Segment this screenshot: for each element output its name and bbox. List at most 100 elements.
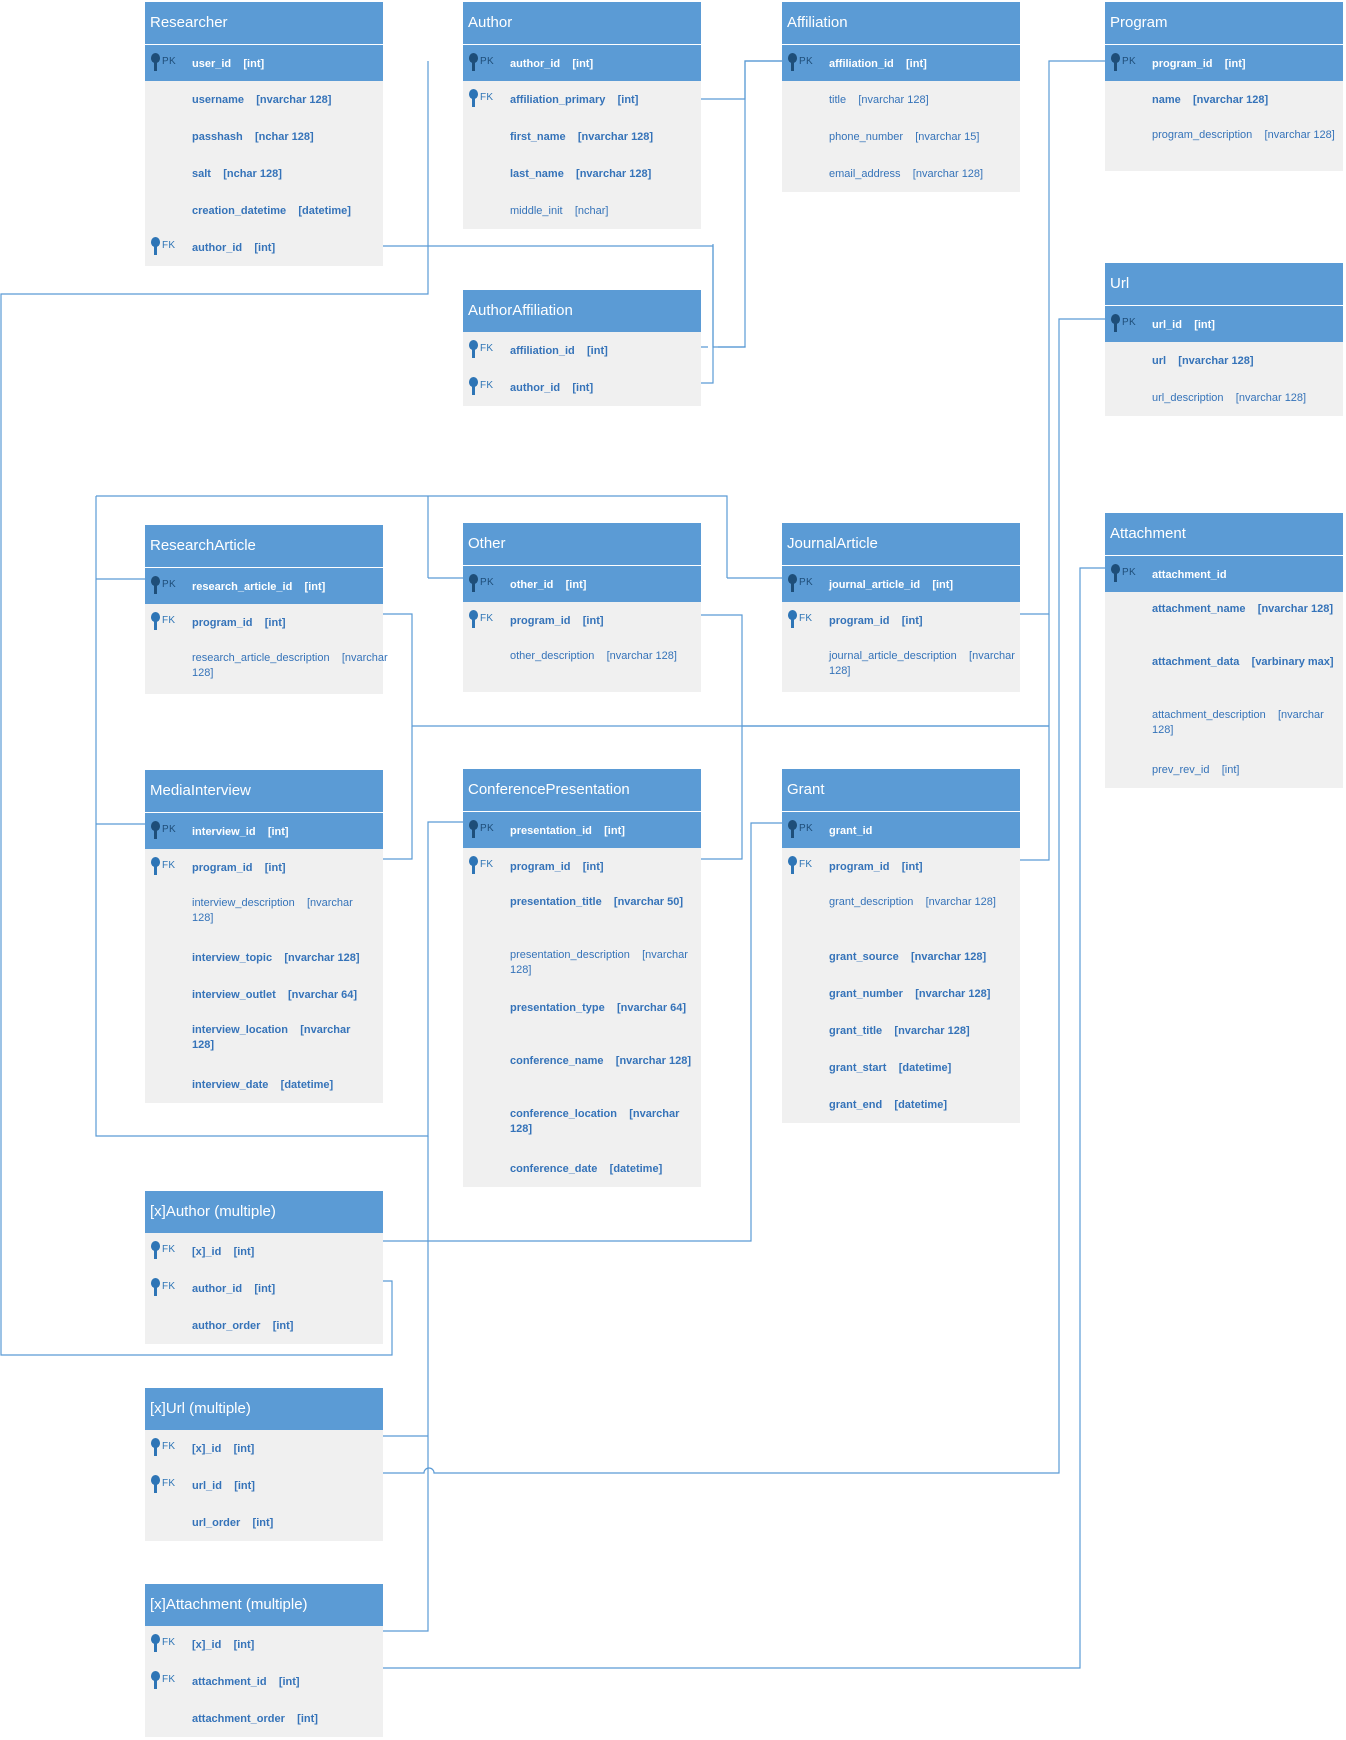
field-type: [int]: [1194, 319, 1215, 331]
field-row[interactable]: grant_description [nvarchar 128]: [782, 885, 1020, 938]
field-row[interactable]: grant_number [nvarchar 128]: [782, 975, 1020, 1012]
field-row[interactable]: interview_outlet [nvarchar 64]: [145, 976, 383, 1013]
field-row[interactable]: conference_location [nvarchar 128]: [463, 1097, 701, 1150]
field-row[interactable]: author_order [int]: [145, 1307, 383, 1344]
foreign-key-icon: FK: [148, 1278, 176, 1298]
foreign-key-row[interactable]: FK[x]_id [int]: [145, 1233, 383, 1270]
field-row[interactable]: other_description [nvarchar 128]: [463, 639, 701, 692]
field-type: [int]: [617, 94, 639, 106]
field-row[interactable]: grant_start [datetime]: [782, 1049, 1020, 1086]
field-row[interactable]: name [nvarchar 128]: [1105, 81, 1343, 118]
field-row[interactable]: presentation_description [nvarchar 128]: [463, 938, 701, 991]
field-row[interactable]: attachment_order [int]: [145, 1700, 383, 1737]
field-label: url_id [int]: [1152, 318, 1335, 333]
field-row[interactable]: creation_datetime [datetime]: [145, 192, 383, 229]
field-row[interactable]: conference_name [nvarchar 128]: [463, 1044, 701, 1097]
field-row[interactable]: presentation_type [nvarchar 64]: [463, 991, 701, 1044]
field-name: username: [192, 94, 244, 106]
field-row[interactable]: presentation_title [nvarchar 50]: [463, 885, 701, 938]
field-row[interactable]: interview_location [nvarchar 128]: [145, 1013, 383, 1066]
field-row[interactable]: url_description [nvarchar 128]: [1105, 379, 1343, 416]
field-row[interactable]: phone_number [nvarchar 15]: [782, 118, 1020, 155]
entity-title: MediaInterview: [145, 770, 383, 812]
primary-key-icon: PK: [1108, 53, 1136, 73]
field-row[interactable]: grant_source [nvarchar 128]: [782, 938, 1020, 975]
field-row[interactable]: passhash [nchar 128]: [145, 118, 383, 155]
entity-x-attachment-multiple[interactable]: [x]Attachment (multiple)FK[x]_id [int]FK…: [145, 1584, 383, 1737]
field-name: [x]_id: [192, 1443, 222, 1455]
field-type: [nchar]: [574, 205, 609, 217]
field-row[interactable]: prev_rev_id [int]: [1105, 751, 1343, 788]
field-row[interactable]: url [nvarchar 128]: [1105, 342, 1343, 379]
field-row[interactable]: interview_topic [nvarchar 128]: [145, 939, 383, 976]
field-row[interactable]: conference_date [datetime]: [463, 1150, 701, 1187]
field-row[interactable]: url_order [int]: [145, 1504, 383, 1541]
field-name: grant_title: [829, 1025, 883, 1037]
field-label: program_description [nvarchar 128]: [1152, 128, 1335, 143]
foreign-key-row[interactable]: FK[x]_id [int]: [145, 1430, 383, 1467]
field-row[interactable]: username [nvarchar 128]: [145, 81, 383, 118]
field-row[interactable]: attachment_data [varbinary max]: [1105, 645, 1343, 698]
field-row[interactable]: interview_date [datetime]: [145, 1066, 383, 1103]
field-row[interactable]: attachment_description [nvarchar 128]: [1105, 698, 1343, 751]
field-name: middle_init: [510, 205, 563, 217]
field-row[interactable]: title [nvarchar 128]: [782, 81, 1020, 118]
field-row[interactable]: journal_article_description [nvarchar 12…: [782, 639, 1020, 692]
field-row[interactable]: program_description [nvarchar 128]: [1105, 118, 1343, 171]
field-row[interactable]: email_address [nvarchar 128]: [782, 155, 1020, 192]
foreign-key-icon: FK: [466, 89, 494, 109]
field-row[interactable]: attachment_name [nvarchar 128]: [1105, 592, 1343, 645]
field-row[interactable]: grant_title [nvarchar 128]: [782, 1012, 1020, 1049]
field-row[interactable]: first_name [nvarchar 128]: [463, 118, 701, 155]
field-name: presentation_id: [510, 825, 592, 837]
field-row[interactable]: grant_end [datetime]: [782, 1086, 1020, 1123]
field-row[interactable]: research_article_description [nvarchar 1…: [145, 641, 388, 694]
field-row[interactable]: interview_description [nvarchar 128]: [145, 886, 383, 939]
field-name: presentation_title: [510, 896, 602, 908]
field-row[interactable]: salt [nchar 128]: [145, 155, 383, 192]
foreign-key-row[interactable]: FK[x]_id [int]: [145, 1626, 383, 1663]
field-row[interactable]: middle_init [nchar]: [463, 192, 701, 229]
field-row[interactable]: last_name [nvarchar 128]: [463, 155, 701, 192]
